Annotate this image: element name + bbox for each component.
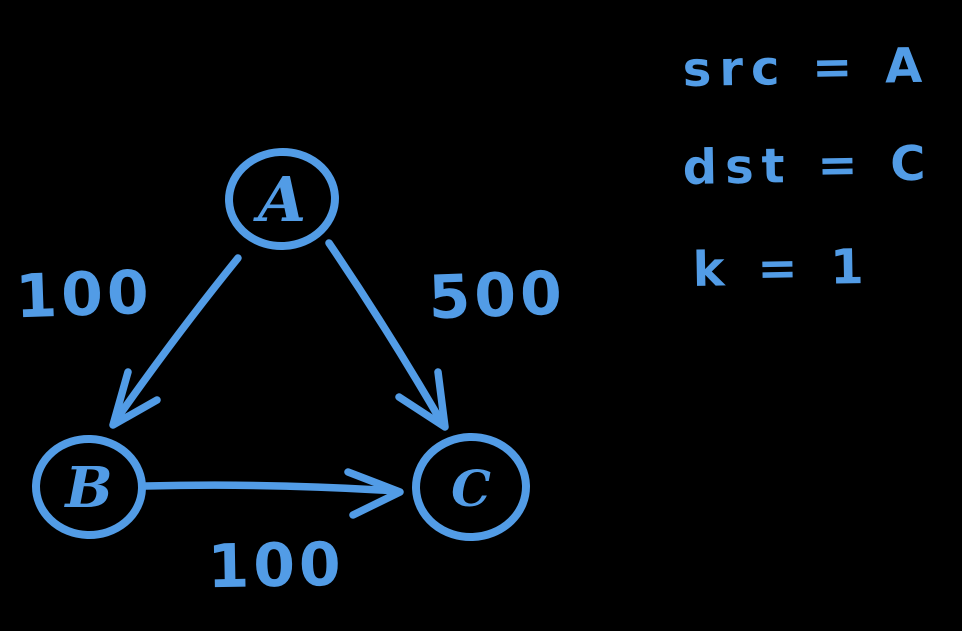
annotation-src: src = A: [682, 38, 930, 98]
node-a: A: [225, 147, 339, 251]
edge-a-b-line: [112, 254, 242, 424]
edge-b-c-weight-label: 100: [207, 530, 345, 602]
annotation-dst: dst = C: [682, 136, 934, 196]
edge-a-c-arrowhead-icon: [395, 368, 449, 431]
node-b-circle: [32, 434, 146, 540]
edge-b-c: 100: [142, 468, 404, 602]
node-a-circle: [225, 147, 339, 251]
node-c-label: C: [451, 459, 491, 518]
node-b: B: [32, 434, 146, 540]
edge-b-c-line: [142, 481, 401, 495]
node-c: C: [412, 432, 530, 542]
edge-a-b-weight-label: 100: [14, 258, 154, 333]
annotation-block: src = A dst = C k = 1: [682, 38, 934, 298]
node-c-circle: [412, 432, 530, 542]
annotation-k: k = 1: [692, 239, 872, 298]
edge-a-c-line: [325, 239, 446, 427]
edge-a-b-arrowhead-icon: [109, 368, 161, 429]
edge-a-c-weight-label: 500: [427, 259, 567, 334]
node-a-label: A: [253, 163, 306, 236]
edge-a-b: 100: [14, 254, 242, 429]
edge-b-c-arrowhead-icon: [344, 468, 404, 519]
node-b-label: B: [63, 455, 112, 521]
edge-a-c: 500: [325, 239, 567, 431]
